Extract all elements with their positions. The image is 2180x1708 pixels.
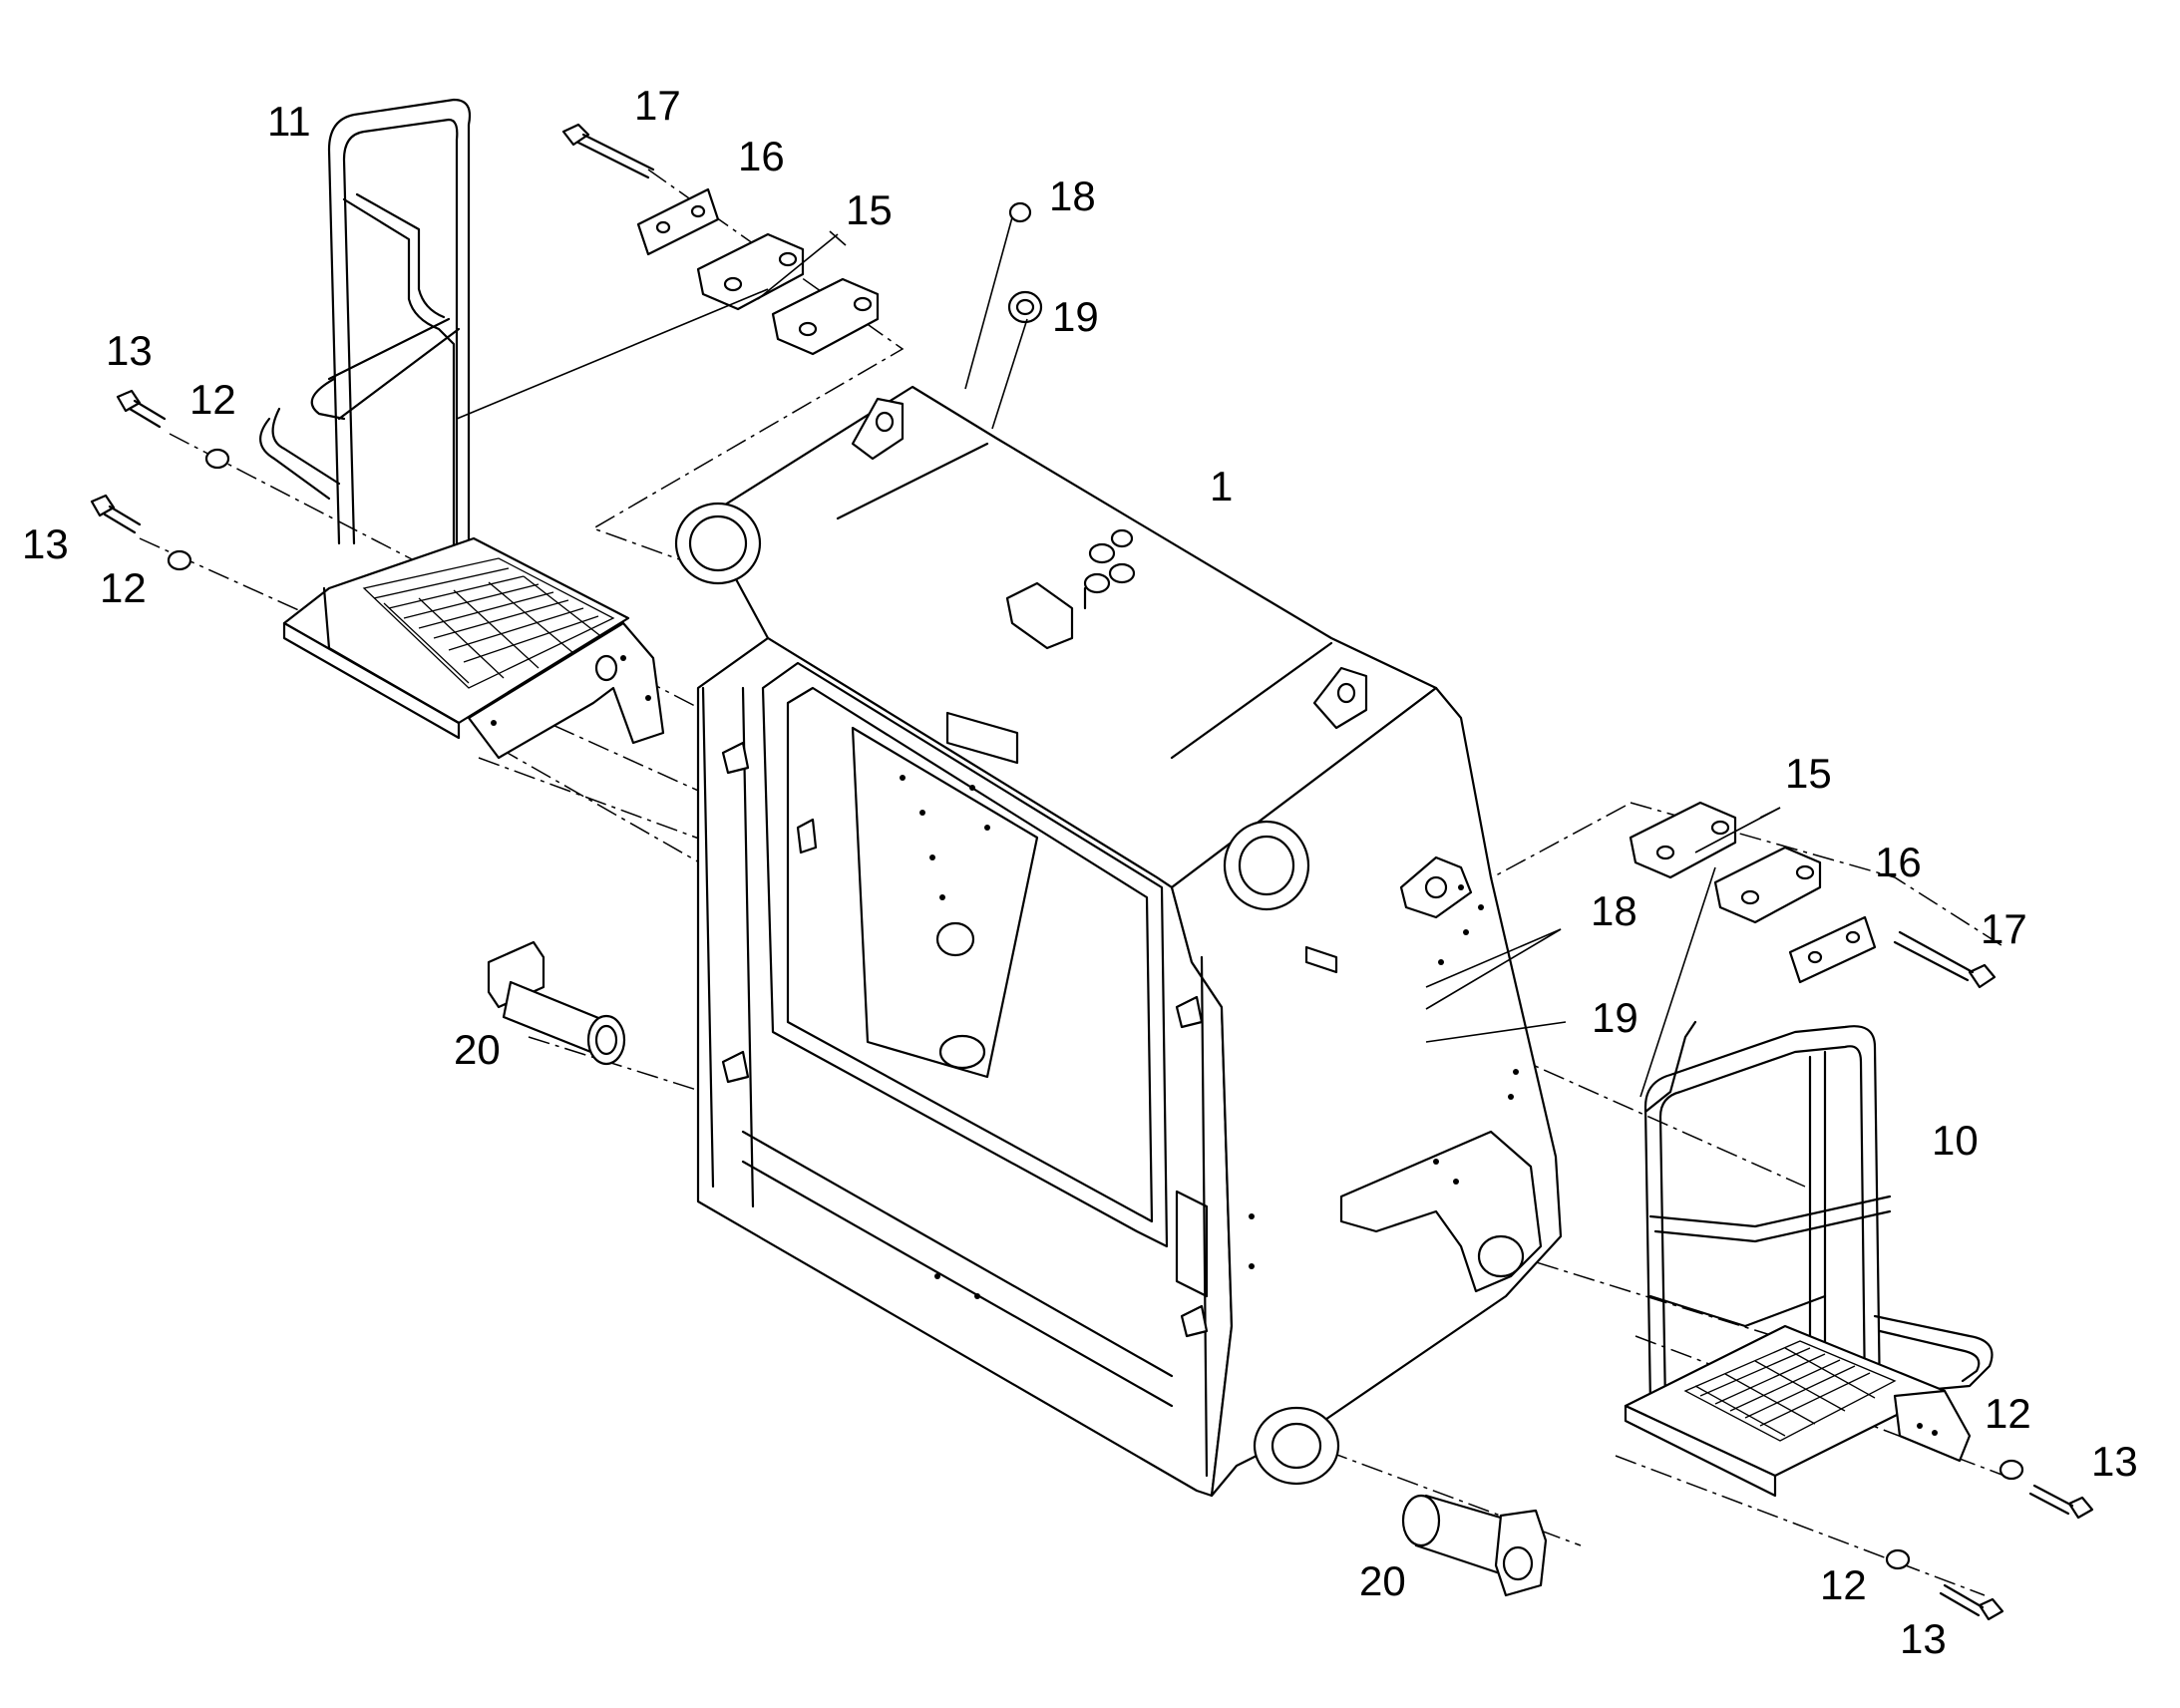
callout-18-left: 18 [1049,172,1096,219]
callout-20-right: 20 [1359,1557,1406,1604]
bolt-13-left-bottom [90,494,116,517]
callout-17-left: 17 [634,82,681,129]
callout-19-left: 19 [1052,293,1099,340]
clamp-15-right-b [1713,846,1822,924]
callout-12-left-bottom: 12 [100,564,147,611]
pin-20-right [1401,1494,1548,1597]
bolt-13-right-bottom [1978,1597,2004,1621]
frame-holes [900,775,1519,1299]
callout-17-right: 17 [1981,905,2027,952]
callout-15-right: 15 [1785,750,1832,797]
plate-16-left [636,187,720,256]
washer-12-right-bottom [1885,1548,1911,1570]
bolt-13-right-top [2067,1496,2094,1520]
callout-13-right-top: 13 [2091,1438,2138,1485]
callout-12-right-bottom: 12 [1820,1561,1867,1608]
main-frame-part-1 [674,385,1563,1498]
bolt-17-left-head [561,123,590,147]
callout-labels: 1 10 11 12 12 12 12 13 13 13 13 15 15 16… [22,82,2138,1662]
right-ladder-part-10 [1624,1020,1994,1498]
left-ladder-part-11 [259,98,665,760]
plate-16-right [1788,915,1877,984]
callout-18-right: 18 [1591,887,1637,934]
hardware-parts [90,123,2094,1621]
callout-16-right: 16 [1875,839,1922,885]
callout-1: 1 [1210,463,1233,510]
nut-18 [1008,201,1032,223]
callout-12-left-top: 12 [189,376,236,423]
callout-13-left-top: 13 [106,327,153,374]
callout-20-left: 20 [454,1026,501,1073]
callout-13-left-bottom: 13 [22,520,69,567]
left-step-grating [373,567,604,684]
callout-11: 11 [267,98,311,145]
callout-10: 10 [1932,1117,1979,1164]
right-step-grating [1694,1347,1876,1437]
callout-19-right: 19 [1592,994,1638,1041]
pin-20-left [487,940,626,1066]
callout-15-left: 15 [846,186,893,233]
washer-19 [1007,290,1043,324]
washer-12-left-bottom [167,549,192,571]
washer-12-left-top [204,448,230,470]
clamp-15-left-a [696,232,805,311]
clamp-15-left-b [771,277,880,356]
callout-12-right-top: 12 [1985,1390,2031,1437]
clamp-15-right-a [1629,801,1737,879]
washer-12-right-top [1998,1459,2024,1481]
callout-16-left: 16 [738,133,785,179]
leader-lines [456,216,1781,1098]
callout-13-right-bottom: 13 [1900,1615,1947,1662]
bolt-17-right-head [1968,963,1997,989]
